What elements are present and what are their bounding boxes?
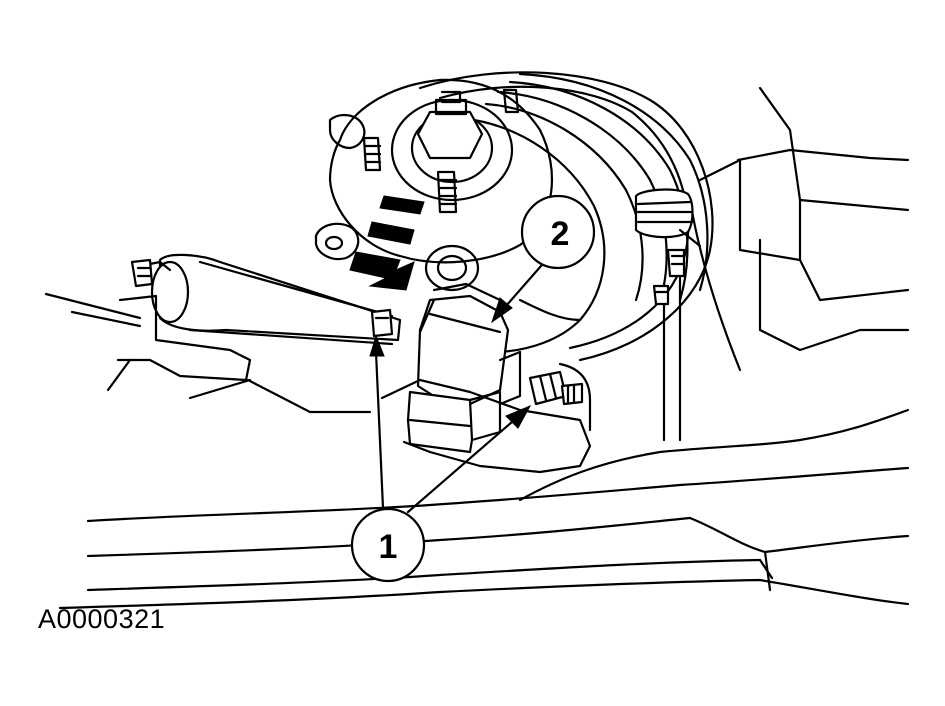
- brake-disc: [418, 71, 714, 362]
- leader-1-right-arrowhead: [505, 404, 532, 429]
- leader-2: [504, 256, 550, 308]
- wheel-hub: [314, 78, 554, 292]
- callout-2-label: 2: [551, 215, 570, 253]
- leader-1-left: [374, 350, 385, 510]
- removal-direction-arrow: [349, 195, 425, 291]
- frame-rail: [58, 408, 910, 610]
- callout-2-circle: [520, 194, 596, 270]
- callout-2: 2: [520, 194, 596, 270]
- bracket-component: [380, 282, 592, 474]
- leader-1-right: [406, 420, 514, 514]
- callout-leaders: [369, 256, 550, 514]
- callout-1-label: 1: [379, 528, 398, 566]
- body-structure: [662, 86, 910, 442]
- leader-2-arrowhead: [491, 297, 513, 324]
- brake-hose: [634, 188, 702, 306]
- stabilizer-bar: [44, 253, 402, 414]
- callout-1-circle: [350, 507, 426, 583]
- callout-1: 1: [350, 507, 426, 583]
- figure-id: A0000321: [38, 604, 166, 634]
- leader-1-left-arrowhead: [369, 334, 385, 357]
